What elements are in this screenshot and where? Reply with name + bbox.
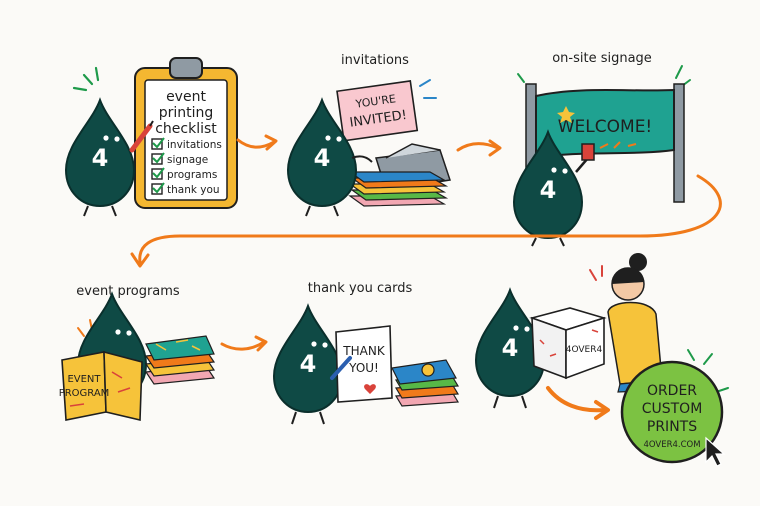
- cta-line: CUSTOM: [642, 401, 703, 417]
- checklist-item: programs: [167, 169, 217, 181]
- drop-number: 4: [502, 334, 519, 362]
- banner-icon: WELCOME!: [535, 88, 675, 160]
- flow-arrow: [546, 386, 606, 413]
- step-label: thank you cards: [308, 281, 413, 296]
- signage-scene: on-site signage WELCOME! 4: [513, 51, 691, 247]
- thank-you-card: THANK YOU!: [335, 325, 393, 403]
- checklist-title-line: checklist: [155, 121, 217, 137]
- checkbox-icon: [151, 152, 165, 165]
- checklist-title-line: event: [166, 89, 206, 105]
- checklist-scene: event printing checklist invitations sig…: [65, 57, 238, 217]
- arrow-head: [264, 134, 278, 151]
- card-stack-icon: [391, 359, 460, 407]
- invitation-card: YOU'RE INVITED!: [336, 80, 419, 142]
- cta-url: 4OVER4.COM: [643, 440, 700, 450]
- flow-arrow: [236, 138, 276, 149]
- cursor-icon: [705, 436, 726, 467]
- arrow-head: [130, 252, 150, 268]
- drop-number: 4: [92, 144, 109, 172]
- checklist-title-line: printing: [159, 105, 214, 121]
- arrow-head: [488, 139, 502, 157]
- checklist-item: invitations: [167, 139, 222, 151]
- person: [607, 253, 665, 393]
- booklet-icon: EVENT PROGRAM: [59, 350, 143, 422]
- step-label: event programs: [76, 284, 180, 299]
- checkbox-icon: [151, 167, 165, 180]
- sparkle-lines: [517, 65, 691, 87]
- checkbox-icon: [151, 137, 165, 150]
- checklist-item: signage: [167, 154, 208, 166]
- checkbox-icon: [151, 182, 165, 195]
- card-text-line: YOU!: [348, 361, 379, 375]
- programs-scene: event programs EVENT PROGRAM: [59, 284, 216, 422]
- booklet-text-line: PROGRAM: [59, 388, 110, 399]
- flow-arrow: [220, 340, 266, 351]
- step-label: invitations: [341, 53, 409, 68]
- cta-line: PRINTS: [647, 419, 697, 435]
- banner-text: WELCOME!: [558, 117, 653, 137]
- sparkle-lines: [72, 66, 100, 92]
- drop-mascot: 4: [475, 289, 545, 409]
- flow-arrow: [456, 142, 500, 152]
- card-text-line: YOU'RE: [354, 92, 397, 111]
- delivery-scene: 4 4OVER4: [475, 253, 665, 409]
- box-text: 4OVER4: [566, 345, 603, 355]
- drop-number: 4: [300, 350, 317, 378]
- box-icon: 4OVER4: [529, 307, 607, 380]
- checklist-items: invitations signage programs thank you: [151, 137, 222, 196]
- sparkle-lines: [419, 79, 437, 99]
- flow-arrow: [138, 174, 722, 264]
- paint-roller-icon: [575, 143, 595, 173]
- pencil-icon: [129, 120, 154, 153]
- booklet-text-line: EVENT: [67, 374, 101, 385]
- program-stack: [144, 335, 216, 385]
- checklist-item: thank you: [167, 184, 220, 196]
- arrow-head: [254, 335, 268, 352]
- drop-number: 4: [314, 144, 331, 172]
- thank-you-scene: thank you cards 4 THANK YOU!: [273, 281, 460, 425]
- arrow-head: [594, 400, 610, 420]
- drop-mascot: 4: [65, 99, 135, 217]
- heart-icon: [364, 384, 376, 394]
- card-stack: [348, 171, 449, 207]
- order-custom-prints-button[interactable]: ORDER CUSTOM PRINTS 4OVER4.COM: [620, 349, 729, 464]
- drop-mascot: 4: [513, 131, 583, 247]
- card-text-line: THANK: [342, 344, 386, 358]
- drop-mascot: 4: [273, 305, 343, 425]
- pen-icon: [330, 356, 352, 380]
- drop-mascot: 4: [287, 99, 373, 217]
- cta-line: ORDER: [647, 383, 697, 399]
- drop-number: 4: [540, 176, 557, 204]
- invitations-scene: invitations YOU'RE INVITED! 4: [287, 53, 451, 217]
- step-label: on-site signage: [552, 51, 652, 66]
- sparkle-lines: [589, 265, 603, 281]
